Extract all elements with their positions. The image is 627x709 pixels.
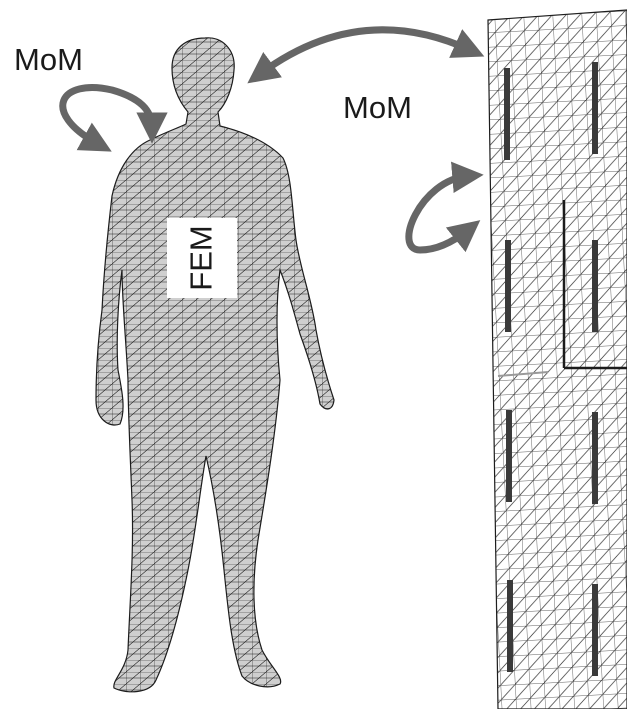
antenna-slot: [504, 68, 510, 160]
antenna-slot: [506, 410, 512, 502]
antenna-slot: [592, 62, 598, 154]
mom-coupling-arrow: [260, 30, 470, 74]
human-body-mesh: [96, 38, 334, 692]
antenna-slot: [592, 412, 598, 504]
mom-self-arrow-left: [63, 88, 152, 144]
fem-label-box: FEM: [167, 218, 237, 298]
mom-label-middle: MoM: [343, 92, 412, 123]
mom-self-arrow-panel: [409, 176, 468, 250]
antenna-slot: [507, 580, 513, 672]
antenna-slot: [592, 240, 598, 332]
antenna-panel-mesh: [488, 10, 627, 709]
mom-label-left: MoM: [14, 44, 83, 75]
fem-label: FEM: [184, 225, 220, 290]
antenna-slot: [592, 584, 598, 676]
antenna-slot: [505, 240, 511, 332]
